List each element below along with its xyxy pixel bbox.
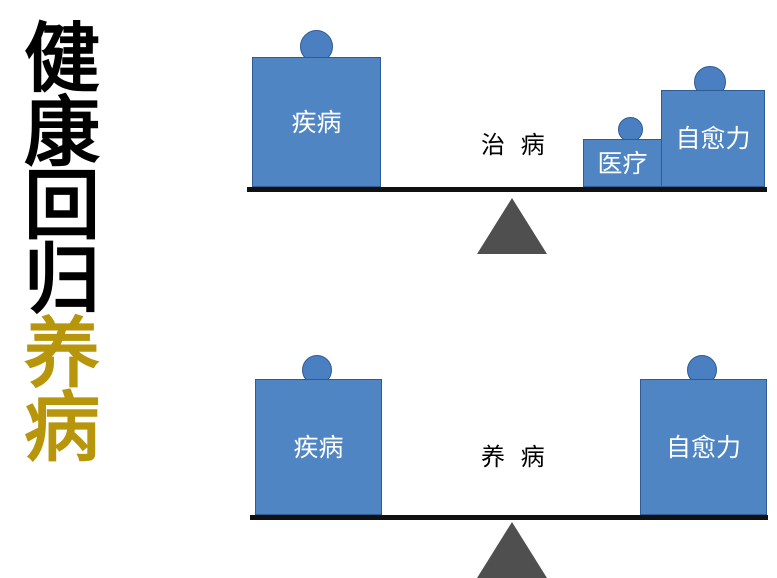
title-char-1: 健 bbox=[24, 14, 100, 103]
block-self-healing-top: 自愈力 bbox=[661, 90, 765, 187]
block-label: 自愈力 bbox=[675, 124, 751, 153]
fulcrum-top bbox=[477, 198, 547, 254]
page-title: 健 康 回 归 养 病 bbox=[14, 14, 110, 472]
block-disease-top: 疾病 bbox=[252, 57, 381, 187]
title-char-2: 康 bbox=[24, 87, 100, 177]
center-label-top: 治 病 bbox=[481, 131, 549, 159]
block-self-healing-bottom: 自愈力 bbox=[640, 379, 767, 515]
title-char-3: 回 bbox=[24, 161, 100, 251]
block-label: 疾病 bbox=[293, 432, 344, 462]
title-char-6: 病 bbox=[24, 382, 100, 472]
beam-top bbox=[247, 187, 767, 192]
block-disease-bottom: 疾病 bbox=[255, 379, 382, 515]
beam-bottom bbox=[250, 515, 768, 520]
block-label: 医疗 bbox=[597, 148, 648, 178]
fulcrum-bottom bbox=[477, 522, 547, 578]
block-label: 疾病 bbox=[291, 107, 342, 137]
center-label-bottom: 养 病 bbox=[481, 443, 549, 471]
block-label: 自愈力 bbox=[665, 432, 741, 462]
title-char-4: 归 bbox=[24, 235, 100, 325]
top-scale-group: 疾病 医疗 自愈力 治 病 bbox=[0, 0, 777, 270]
title-char-5: 养 bbox=[24, 308, 100, 398]
block-medical-top: 医疗 bbox=[583, 139, 662, 187]
